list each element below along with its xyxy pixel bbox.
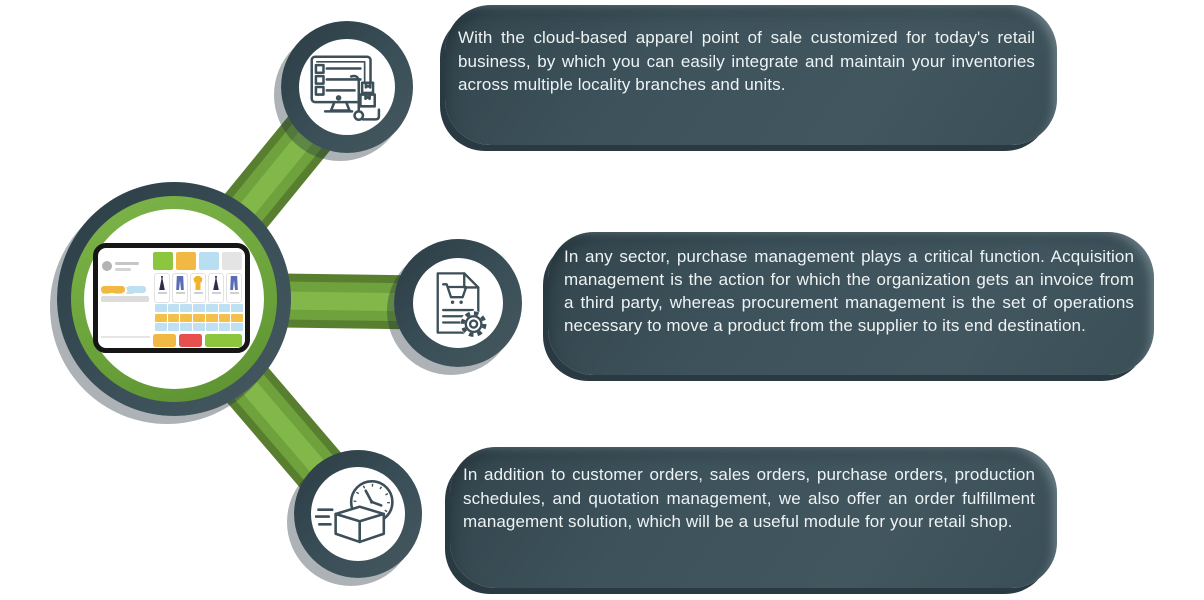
pos-grid-cell bbox=[218, 323, 231, 331]
garment-pants bbox=[176, 276, 184, 290]
pos-gray-bar bbox=[101, 296, 149, 302]
pos-grid-cell bbox=[180, 313, 193, 322]
pos-blue-pill bbox=[127, 286, 146, 293]
node-circle-purchase bbox=[394, 239, 522, 367]
purchase-document-gear-icon bbox=[436, 272, 487, 338]
feature-card-purchase: In any sector, purchase management plays… bbox=[548, 232, 1154, 375]
pos-grid-cell bbox=[167, 313, 180, 322]
feature-card-inventory: With the cloud-based apparel point of sa… bbox=[445, 5, 1057, 145]
inventory-checklist-monitor-icon bbox=[310, 55, 381, 122]
profile-line bbox=[115, 268, 131, 271]
pos-action-button bbox=[153, 334, 176, 347]
avatar bbox=[102, 261, 112, 271]
product-label-line bbox=[175, 292, 185, 294]
garment-dress bbox=[213, 276, 219, 290]
pos-action-button bbox=[205, 334, 243, 347]
pos-color-swatch bbox=[199, 252, 219, 270]
pos-grid-cell bbox=[167, 304, 180, 312]
node-circle-fulfillment bbox=[294, 450, 422, 578]
pos-product-row bbox=[154, 273, 242, 303]
pos-swatch-row bbox=[153, 252, 242, 270]
profile-line bbox=[115, 262, 139, 265]
product-label-line bbox=[193, 292, 203, 294]
pos-grid bbox=[155, 304, 244, 331]
pos-grid-cell bbox=[205, 323, 218, 331]
pos-yellow-pill bbox=[101, 286, 125, 293]
pos-grid-cell bbox=[231, 313, 244, 322]
pos-grid-cell bbox=[231, 304, 244, 312]
fulfillment-box-clock-icon bbox=[315, 480, 394, 544]
garment-dress bbox=[159, 276, 165, 290]
pos-grid-cell bbox=[180, 304, 193, 312]
pos-grid-cell bbox=[193, 304, 205, 312]
pos-product-card bbox=[172, 273, 188, 303]
feature-card-fulfillment: In addition to customer orders, sales or… bbox=[450, 447, 1057, 588]
pos-grid-cell bbox=[218, 313, 231, 322]
pos-grid-cell bbox=[155, 323, 167, 331]
feature-card-text: With the cloud-based apparel point of sa… bbox=[458, 28, 1035, 94]
pos-tablet-illustration bbox=[93, 243, 250, 353]
pos-grid-row bbox=[155, 304, 244, 312]
product-label-line bbox=[157, 292, 167, 294]
pos-color-swatch bbox=[153, 252, 173, 270]
pos-color-swatch bbox=[176, 252, 196, 270]
feature-card-text: In any sector, purchase management plays… bbox=[564, 247, 1134, 335]
pos-color-swatch bbox=[222, 252, 242, 270]
pos-product-card bbox=[190, 273, 206, 303]
pos-grid-cell bbox=[218, 304, 231, 312]
pos-grid-cell bbox=[155, 304, 167, 312]
node-circle-inventory bbox=[281, 21, 413, 153]
pos-footer-line bbox=[101, 336, 150, 338]
product-label-line bbox=[211, 292, 221, 294]
pos-screen bbox=[98, 248, 245, 348]
pos-grid-cell bbox=[193, 313, 205, 322]
pos-grid-cell bbox=[231, 323, 244, 331]
pos-product-card bbox=[208, 273, 224, 303]
pos-grid-cell bbox=[205, 313, 218, 322]
pos-grid-row bbox=[155, 323, 244, 331]
feature-card-text: In addition to customer orders, sales or… bbox=[463, 465, 1035, 531]
pos-grid-cell bbox=[167, 323, 180, 331]
pos-grid-cell bbox=[155, 313, 167, 322]
pos-grid-row bbox=[155, 313, 244, 322]
pos-grid-cell bbox=[205, 304, 218, 312]
pos-action-button bbox=[178, 334, 203, 347]
garment-coat bbox=[193, 276, 203, 290]
pos-grid-cell bbox=[193, 323, 205, 331]
pos-product-card bbox=[226, 273, 242, 303]
menu-dashes bbox=[102, 281, 138, 299]
pos-product-card bbox=[154, 273, 170, 303]
pos-action-buttons bbox=[153, 334, 243, 347]
product-label-line bbox=[229, 292, 239, 294]
garment-pants bbox=[230, 276, 238, 290]
pos-grid-cell bbox=[180, 323, 193, 331]
